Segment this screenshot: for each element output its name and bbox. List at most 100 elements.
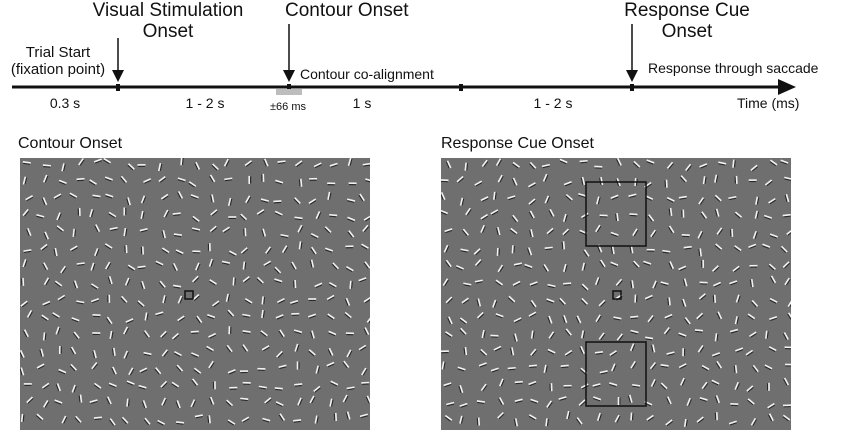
gabor-element (239, 370, 249, 374)
gabor-element (714, 174, 719, 183)
gabor-element (630, 280, 635, 289)
gabor-element (89, 209, 94, 218)
gabor-element (765, 330, 769, 339)
gabor-element (562, 228, 570, 236)
gabor-element (190, 330, 199, 334)
gabor-element (228, 326, 232, 335)
gabor-element (563, 282, 572, 286)
gabor-element (326, 294, 335, 301)
gabor-element (103, 158, 112, 165)
gabor-element (445, 160, 452, 169)
gabor-element (161, 247, 170, 254)
gabor-element (474, 258, 482, 267)
gabor-element (104, 176, 113, 182)
gabor-element (713, 281, 722, 288)
gabor-element (265, 246, 272, 255)
gabor-element (698, 248, 702, 257)
gabor-element (599, 259, 606, 268)
gabor-element (441, 209, 449, 216)
gabor-element (666, 161, 674, 170)
gabor-element (41, 197, 48, 206)
gabor-element (662, 249, 671, 254)
gabor-element (664, 179, 668, 188)
gabor-element (222, 226, 231, 233)
gabor-element (315, 211, 322, 220)
gabor-element (595, 196, 601, 205)
gabor-element (90, 283, 99, 290)
gabor-element (480, 213, 489, 221)
label-response-cue-onset: Response Cue Onset (624, 0, 750, 42)
gabor-element (329, 398, 334, 407)
gabor-element (480, 224, 486, 233)
gabor-element (497, 174, 504, 183)
gabor-element (678, 363, 687, 369)
gabor-element (679, 175, 688, 183)
gabor-element (330, 380, 339, 387)
gabor-element (445, 259, 452, 268)
gabor-element (445, 296, 453, 304)
gabor-element (769, 233, 778, 239)
gabor-element (593, 396, 602, 402)
gabor-element (347, 198, 356, 203)
gabor-element (294, 160, 303, 167)
gabor-element (348, 182, 357, 186)
gabor-element (126, 398, 130, 407)
gabor-element (465, 207, 472, 216)
gabor-element (629, 245, 634, 254)
gabor-element (225, 293, 230, 302)
gabor-element (177, 190, 184, 199)
gabor-element (729, 328, 739, 334)
gabor-element (750, 417, 757, 426)
gabor-element (514, 380, 523, 385)
gabor-element (496, 227, 501, 236)
gabor-element (511, 245, 515, 254)
gabor-element (294, 216, 303, 221)
gabor-element (699, 281, 708, 285)
gabor-element (594, 165, 603, 169)
gabor-element (512, 161, 521, 169)
gabor-element (594, 351, 603, 355)
gabor-element (528, 210, 535, 219)
gabor-element (227, 309, 235, 317)
gabor-element (344, 311, 352, 319)
gabor-element (241, 416, 250, 423)
gabor-element (681, 298, 687, 307)
gabor-element (293, 197, 301, 205)
gabor-element (595, 224, 602, 233)
gabor-element (734, 316, 739, 325)
gabor-element (787, 299, 791, 308)
gabor-element (365, 178, 370, 183)
gabor-element (361, 381, 370, 385)
gabor-element (614, 414, 621, 423)
gabor-element (752, 364, 759, 373)
gabor-element (127, 264, 136, 271)
gabor-element (76, 262, 85, 266)
gabor-element (714, 412, 719, 421)
gabor-element (58, 345, 62, 355)
gabor-element (728, 195, 737, 201)
gabor-element (173, 351, 182, 358)
gabor-element (313, 162, 322, 169)
gabor-element (143, 351, 152, 357)
gabor-element (513, 262, 522, 267)
gabor-element (566, 410, 571, 420)
gabor-element (120, 295, 128, 304)
gabor-element (363, 261, 370, 269)
gabor-element (275, 179, 284, 185)
gabor-element (328, 281, 337, 289)
gabor-element (528, 182, 536, 189)
gabor-element (698, 293, 707, 301)
gabor-element (177, 315, 185, 322)
gabor-element (544, 195, 551, 204)
gabor-element (139, 227, 148, 233)
gabor-element (90, 262, 96, 271)
gabor-element (592, 383, 601, 388)
gabor-element (745, 349, 754, 357)
interval-label-4: 1 - 2 s (533, 95, 573, 111)
gabor-element (329, 162, 338, 168)
gabor-element (580, 176, 586, 186)
gabor-element (699, 396, 708, 402)
arrow-response-cue (626, 24, 638, 82)
gabor-element (92, 314, 101, 318)
gabor-element (209, 174, 216, 183)
